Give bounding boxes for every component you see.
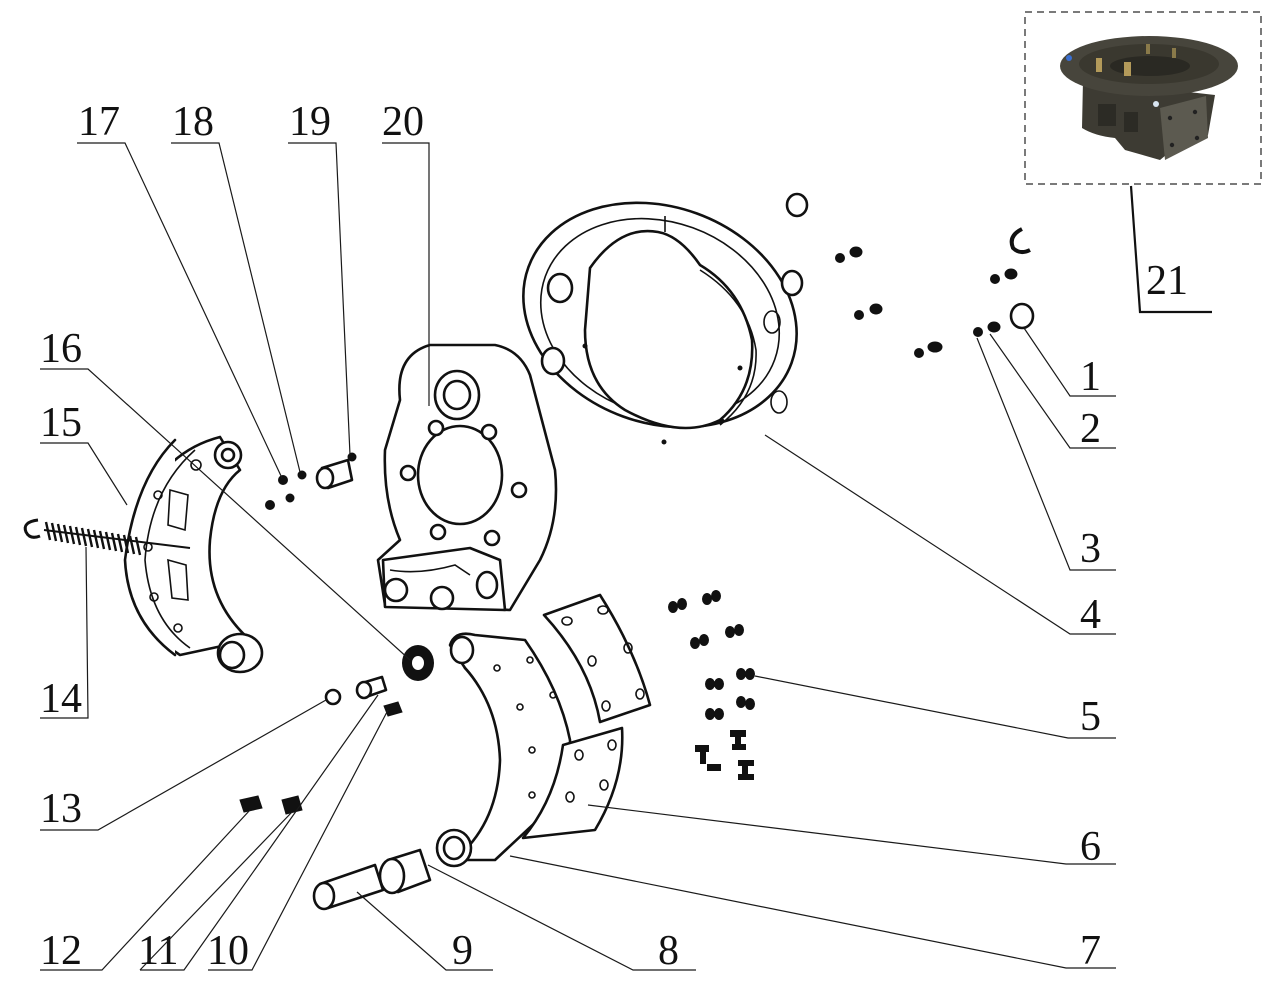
part-bushing	[378, 848, 432, 895]
callout-label-7: 7	[1080, 928, 1101, 974]
callout-9: 9	[356, 891, 493, 974]
leader-line-13	[40, 699, 327, 831]
part-small-fittings	[239, 675, 403, 815]
callout-11: 11	[138, 694, 379, 974]
callout-13: 13	[40, 699, 327, 832]
callout-19: 19	[288, 99, 351, 456]
leader-line-21	[1129, 185, 1212, 314]
leader-line-14	[40, 546, 89, 719]
callout-label-15: 15	[40, 400, 82, 446]
callout-20: 20	[382, 99, 430, 406]
callout-label-10: 10	[207, 928, 249, 974]
callout-4: 4	[764, 434, 1116, 638]
callout-label-20: 20	[382, 99, 424, 145]
part-washers-bolts-group	[780, 192, 1035, 358]
leader-line-16	[40, 368, 411, 661]
callout-label-12: 12	[40, 928, 82, 974]
leader-line-15	[40, 442, 128, 506]
callout-label-4: 4	[1080, 592, 1101, 638]
part-rivets	[668, 590, 755, 780]
callout-label-18: 18	[172, 99, 214, 145]
callout-8: 8	[427, 864, 696, 974]
part-upper-brake-shoe	[123, 435, 264, 674]
callout-label-3: 3	[1080, 526, 1101, 572]
callout-label-14: 14	[40, 676, 82, 722]
leader-line-17	[77, 142, 283, 479]
part-lower-brake-shoe	[435, 632, 572, 868]
callout-12: 12	[40, 809, 251, 974]
leader-line-8	[427, 864, 696, 971]
leader-line-7	[509, 855, 1116, 969]
callout-16: 16	[40, 326, 411, 661]
callout-11b-leader	[139, 811, 293, 971]
callout-5: 5	[754, 675, 1116, 740]
part-shoe-pin	[312, 863, 385, 911]
callout-label-9: 9	[452, 928, 473, 974]
leader-line-1	[1023, 327, 1116, 397]
callout-label-6: 6	[1080, 824, 1101, 870]
callout-label-5: 5	[1080, 694, 1101, 740]
part-roller-pin-group	[265, 452, 357, 510]
leader-line-4	[764, 434, 1116, 635]
callout-6: 6	[587, 804, 1116, 870]
leader-line-12	[40, 809, 251, 971]
callout-21: 21	[1129, 185, 1212, 314]
leader-line-5	[754, 675, 1116, 739]
leader-line-19	[288, 142, 351, 456]
callout-label-16: 16	[40, 326, 82, 372]
callout-18: 18	[171, 99, 301, 473]
callout-3: 3	[976, 337, 1116, 572]
leader-line-10	[208, 709, 389, 971]
callout-17: 17	[77, 99, 283, 479]
callout-1: 1	[1023, 327, 1116, 400]
assembly-photo-render	[1060, 36, 1238, 160]
leader-line-3	[976, 337, 1116, 571]
callout-label-21: 21	[1146, 258, 1188, 304]
callout-2: 2	[989, 333, 1116, 452]
callout-label-2: 2	[1080, 406, 1101, 452]
callout-7: 7	[509, 855, 1116, 974]
leader-line-2	[989, 333, 1116, 449]
part-brake-bracket	[376, 343, 558, 612]
leader-line-6	[587, 804, 1116, 865]
leader-line-9	[356, 891, 493, 971]
leader-line-18	[171, 142, 301, 473]
leader-line-11	[140, 694, 379, 971]
part-return-spring	[23, 518, 191, 556]
callout-label-13: 13	[40, 786, 82, 832]
callout-10: 10	[207, 709, 389, 974]
callout-label-1: 1	[1080, 354, 1101, 400]
part-roller	[402, 645, 434, 681]
callout-label-8: 8	[658, 928, 679, 974]
callout-14: 14	[40, 546, 89, 722]
callout-label-17: 17	[78, 99, 120, 145]
leader-line-20	[382, 142, 430, 406]
part-dust-cover	[522, 201, 798, 445]
callout-label-19: 19	[289, 99, 331, 145]
leader-line-11b	[139, 811, 293, 971]
inset-assembly-photo	[1024, 11, 1262, 185]
callout-15: 15	[40, 400, 128, 506]
part-brake-linings	[521, 593, 652, 840]
